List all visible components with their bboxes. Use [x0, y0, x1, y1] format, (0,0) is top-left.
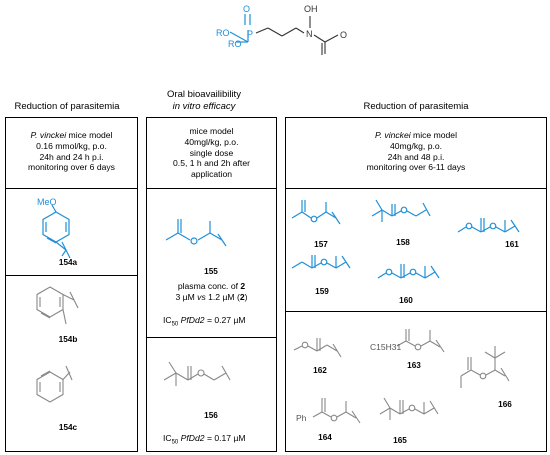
label-160: 160 [399, 296, 413, 305]
label-156: 156 [204, 411, 218, 420]
plasma-concentration: plasma conc. of 2 3 µM vs 1.2 µM (2) [175, 281, 248, 302]
core-oh: OH [304, 4, 318, 14]
core-p: P [247, 29, 253, 39]
label-163: 163 [407, 361, 421, 370]
left-divider-2 [5, 275, 138, 276]
c15h31-label: C15H31 [370, 342, 401, 352]
right-header: Reduction of parasitemia [363, 101, 469, 112]
ic50-156: IC50 PfDd2 = 0.17 µM [163, 433, 246, 446]
middle-model-info: mice model 40mgl/kg, p.o. single dose 0.… [173, 126, 250, 180]
core-ro-1: RO [216, 28, 230, 38]
label-166: 166 [498, 400, 512, 409]
left-panel [5, 117, 138, 452]
middle-header: Oral bioavailibility in vitro efficacy [167, 89, 241, 112]
label-155: 155 [204, 267, 218, 276]
label-165: 165 [393, 436, 407, 445]
ic50-155: IC50 PfDd2 = 0.27 µM [163, 315, 246, 328]
middle-panel [146, 117, 277, 452]
left-header: Reduction of parasitemia [14, 101, 120, 112]
label-161: 161 [505, 240, 519, 249]
middle-divider-2 [146, 337, 277, 338]
label-162: 162 [313, 366, 327, 375]
label-154c: 154c [58, 423, 78, 432]
core-o-carbonyl: O [340, 30, 347, 40]
meo-label: MeO [37, 197, 57, 207]
label-164: 164 [318, 433, 332, 442]
label-154b: 154b [58, 335, 78, 344]
label-159: 159 [315, 287, 329, 296]
middle-divider-1 [146, 188, 277, 189]
label-158: 158 [396, 238, 410, 247]
label-154a: 154a [58, 258, 78, 267]
core-n: N [306, 29, 313, 39]
right-model-info: P. vinckei mice model 40mg/kg, p.o. 24h … [366, 130, 466, 173]
right-divider-1 [285, 188, 547, 189]
left-model-info: P. vinckei mice model 0.16 mmol/kg, p.o.… [28, 130, 115, 173]
label-157: 157 [314, 240, 328, 249]
right-divider-2 [285, 311, 547, 312]
core-structure: O P RO RO N OH O [216, 4, 347, 55]
left-divider-1 [5, 188, 138, 189]
core-ro-2: RO [228, 39, 242, 49]
right-panel [285, 117, 547, 452]
ph-label: Ph [296, 413, 307, 423]
core-o-phosphoryl: O [243, 4, 250, 14]
